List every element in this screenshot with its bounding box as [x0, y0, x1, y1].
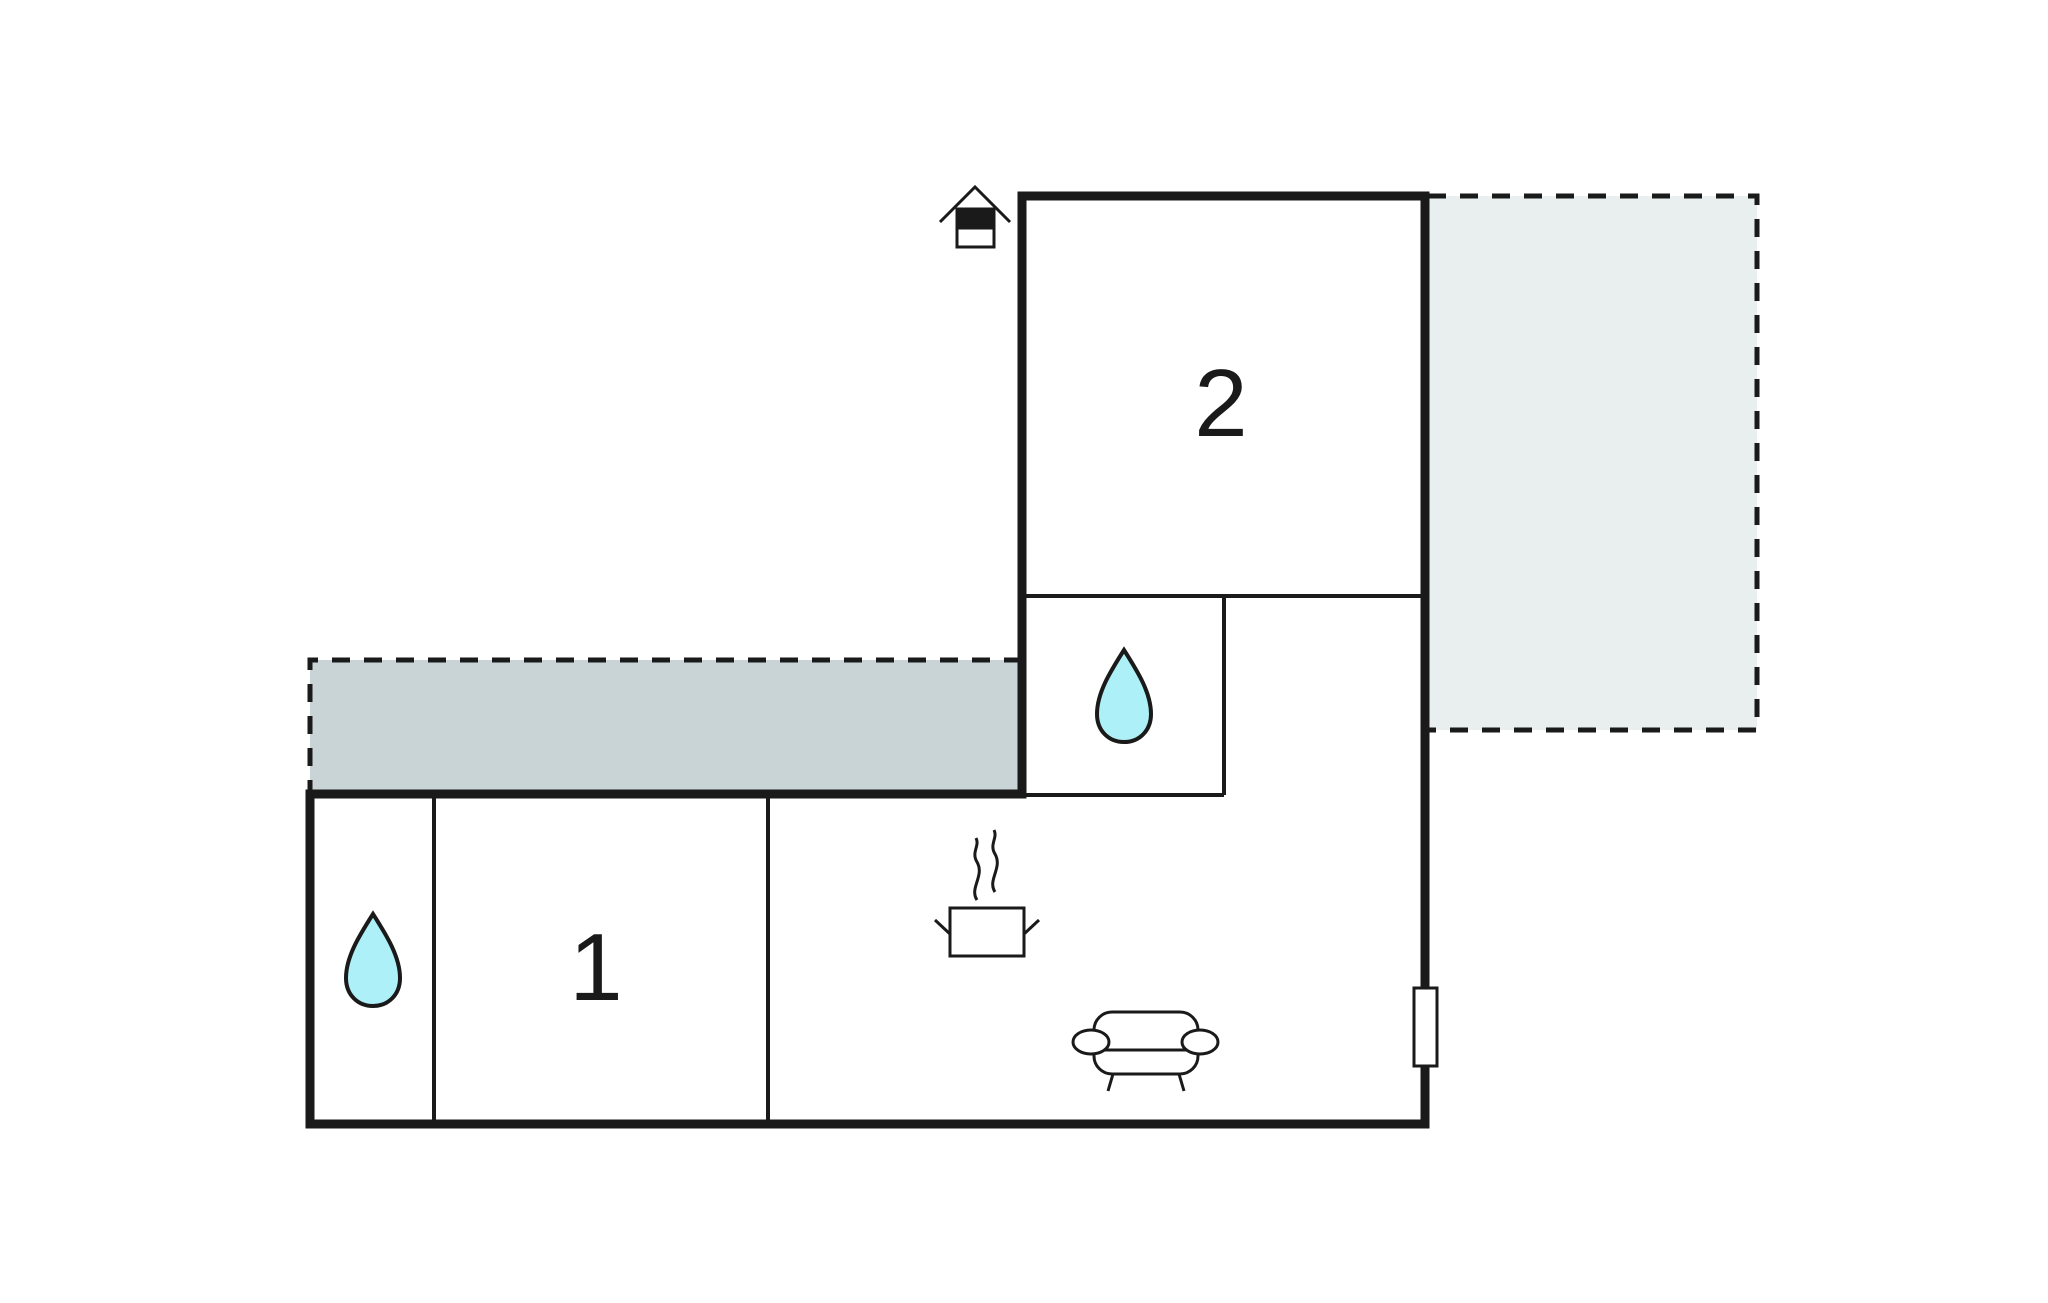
interior-walls	[432, 594, 1425, 1124]
kitchen-pot-icon	[933, 829, 1041, 958]
terrace-right	[1428, 193, 1760, 733]
terrace-left	[307, 657, 1022, 794]
room-label-1: 1	[569, 914, 622, 1021]
bathroom-water-drop-icon	[343, 910, 403, 1009]
bathroom-water-drop-icon	[1094, 646, 1154, 745]
exterior-walls	[305, 191, 1430, 1129]
entrance-icon	[938, 184, 1012, 249]
fireplace-icon	[1412, 986, 1439, 1068]
living-sofa-icon	[1071, 1010, 1220, 1092]
room-label-2: 2	[1194, 350, 1247, 457]
